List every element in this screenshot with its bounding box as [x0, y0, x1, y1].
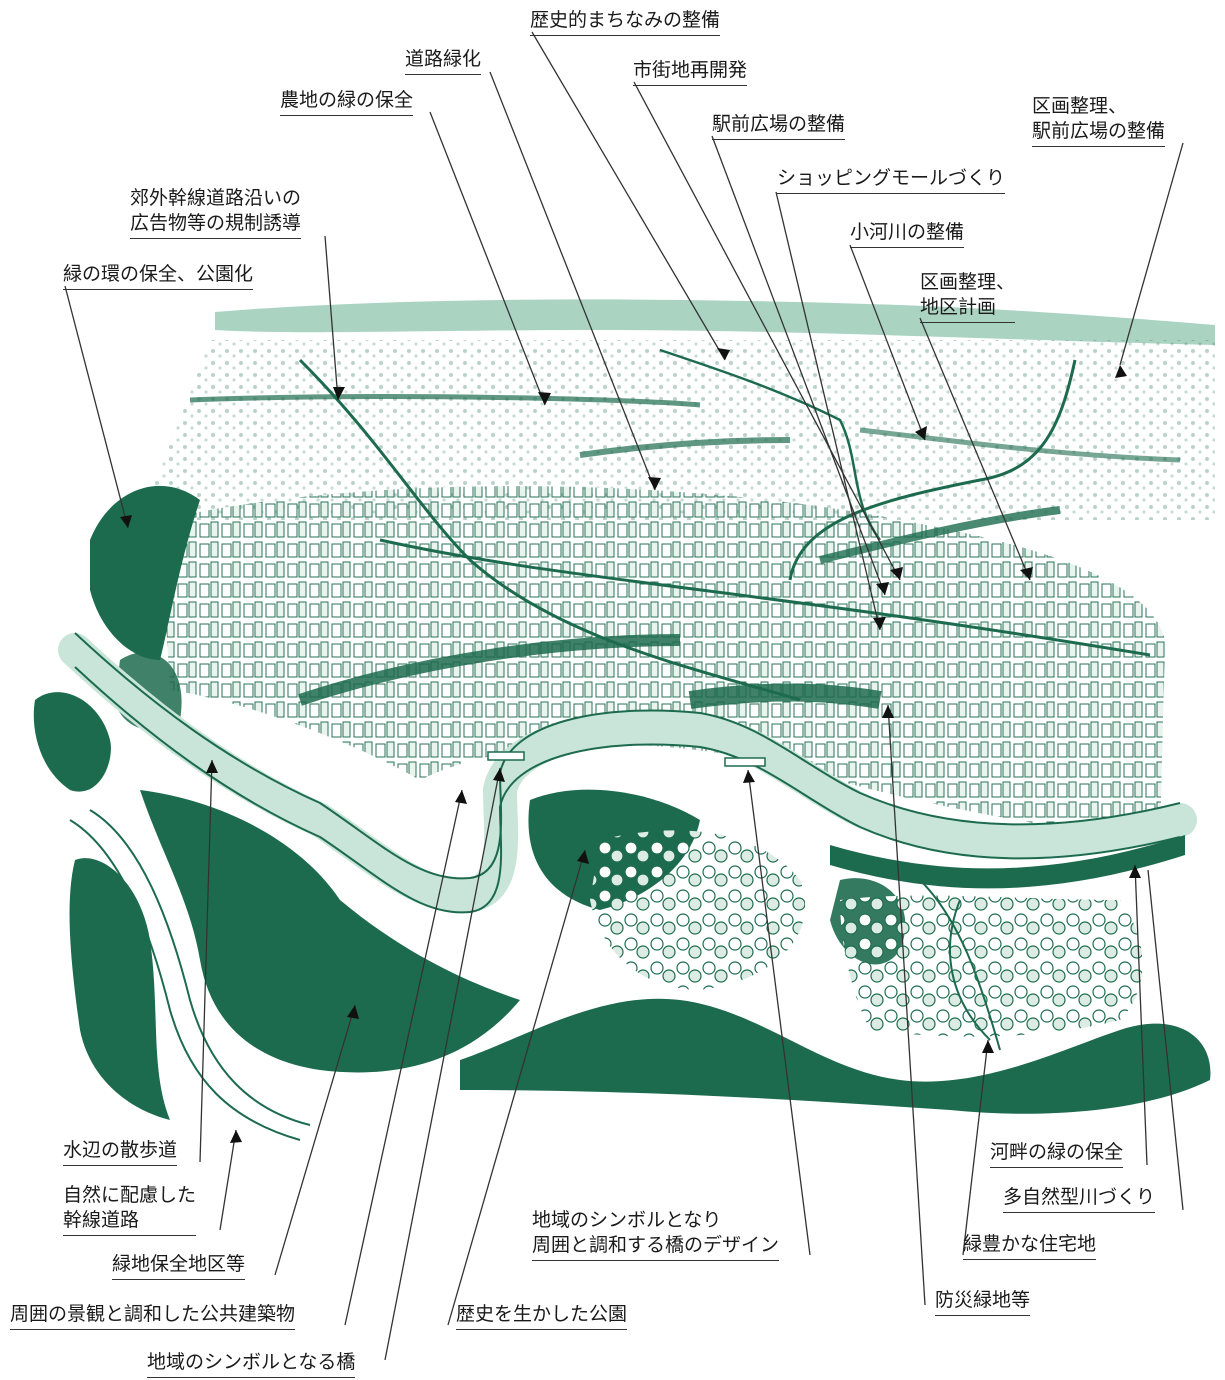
- label-disaster-green: 防災緑地等: [935, 1288, 1031, 1316]
- label-small-river: 小河川の整備: [850, 220, 965, 248]
- leader-public-building: [344, 789, 463, 1326]
- leader-historic-park: [447, 849, 586, 1326]
- leader-farmland: [429, 111, 546, 406]
- leader-small-river: [849, 244, 926, 441]
- label-public-building: 周囲の景観と調和した公共建築物: [10, 1302, 296, 1330]
- label-residential: 緑豊かな住宅地: [963, 1232, 1097, 1260]
- label-road-greening: 道路緑化: [405, 47, 482, 75]
- waterside-road: [69, 809, 311, 1141]
- label-land-readjust-plaza-line2: 駅前広場の整備: [1032, 120, 1166, 142]
- leader-residential: [962, 1039, 989, 1256]
- leader-road-greening: [489, 71, 656, 491]
- label-bridge-design: 地域のシンボルとなり 周囲と調和する橋のデザイン: [532, 1208, 780, 1261]
- leader-disaster-green: [887, 704, 926, 1306]
- horizon-band: [215, 299, 1215, 345]
- label-district-plan-line1: 区画整理、: [920, 271, 1016, 293]
- leader-bridge-design: [747, 769, 811, 1256]
- label-bridge-design-line1: 地域のシンボルとなり: [532, 1209, 722, 1231]
- leader-district-plan: [919, 317, 1031, 581]
- hillside-trees: [590, 830, 1143, 1051]
- leader-riverside-green: [1134, 864, 1148, 1166]
- label-district-plan-line2: 地区計画: [920, 296, 997, 318]
- leader-historic-townscape: [531, 31, 726, 361]
- label-suburban-ads-line2: 広告物等の規制誘導: [130, 212, 302, 234]
- leader-green-conservation: [274, 1004, 356, 1276]
- label-green-ring: 緑の環の保全、公園化: [63, 262, 254, 290]
- label-nature-river: 多自然型川づくり: [1003, 1185, 1156, 1213]
- label-shopping-mall: ショッピングモールづくり: [777, 166, 1006, 194]
- label-district-plan: 区画整理、 地区計画: [920, 270, 1016, 323]
- leader-station-plaza: [711, 135, 886, 596]
- label-symbol-bridge: 地域のシンボルとなる橋: [147, 1350, 356, 1378]
- label-suburban-ads-line1: 郊外幹線道路沿いの: [130, 187, 302, 209]
- label-eco-road-line2: 幹線道路: [63, 1209, 140, 1231]
- lower-forests: [33, 692, 1211, 1120]
- leader-lines: [64, 31, 1184, 1361]
- label-farmland-green: 農地の緑の保全: [280, 88, 414, 116]
- leader-nature-river: [1147, 869, 1184, 1211]
- label-redevelopment: 市街地再開発: [633, 58, 748, 86]
- label-eco-road-line1: 自然に配慮した: [63, 1184, 197, 1206]
- leader-waterside-walk: [199, 759, 213, 1163]
- farmland-area: [140, 340, 1215, 520]
- label-land-readjust-plaza-line1: 区画整理、: [1032, 95, 1128, 117]
- label-green-conservation: 緑地保全地区等: [112, 1252, 246, 1280]
- leader-shopping-mall: [775, 191, 881, 631]
- label-historic-townscape: 歴史的まちなみの整備: [530, 8, 721, 36]
- leader-symbol-bridge: [384, 767, 501, 1361]
- leader-eco-road: [219, 1129, 237, 1231]
- label-land-readjust-plaza: 区画整理、 駅前広場の整備: [1032, 94, 1166, 147]
- label-waterside-walk: 水辺の散歩道: [63, 1138, 178, 1166]
- city-area: [160, 348, 1165, 840]
- label-historic-park: 歴史を生かした公園: [456, 1302, 628, 1330]
- leader-green-ring: [64, 285, 129, 529]
- leader-suburban-ads: [324, 235, 339, 401]
- label-riverside-green: 河畔の緑の保全: [990, 1140, 1124, 1168]
- label-bridge-design-line2: 周囲と調和する橋のデザイン: [532, 1234, 780, 1256]
- arrow-tips: [120, 348, 1141, 1143]
- label-suburban-ads: 郊外幹線道路沿いの 広告物等の規制誘導: [130, 186, 302, 239]
- label-eco-road: 自然に配慮した 幹線道路: [63, 1183, 197, 1236]
- leader-redevelopment: [633, 81, 901, 581]
- leader-land-readjust-plaza: [1119, 142, 1184, 366]
- label-station-plaza: 駅前広場の整備: [712, 112, 846, 140]
